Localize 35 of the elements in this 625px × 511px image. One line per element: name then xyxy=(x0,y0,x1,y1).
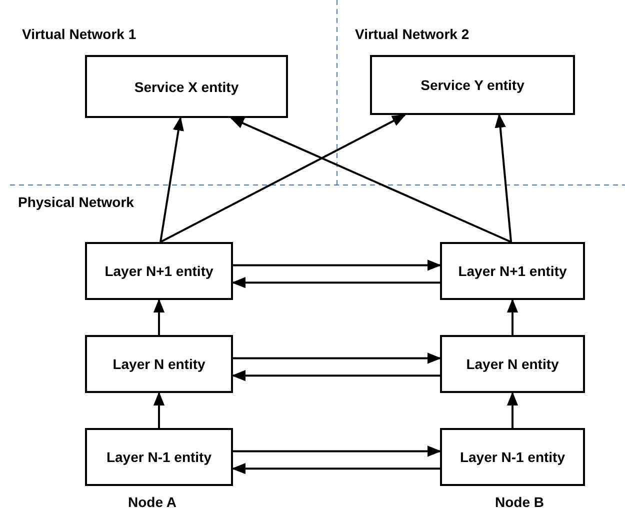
entity-label: Layer N entity xyxy=(112,356,206,372)
node-label: Node B xyxy=(495,494,544,510)
entity-label: Layer N-1 entity xyxy=(460,449,566,465)
entity-box xyxy=(440,242,585,300)
entity-box xyxy=(370,55,575,115)
arrow xyxy=(233,352,442,364)
arrow xyxy=(230,117,512,243)
arrow xyxy=(232,370,440,382)
entity-label: Service Y entity xyxy=(420,77,524,93)
network-heading: Virtual Network 1 xyxy=(22,26,136,42)
arrow xyxy=(233,446,442,457)
arrow xyxy=(153,392,165,428)
arrow xyxy=(232,463,440,474)
entity-label: Layer N+1 entity xyxy=(104,263,214,279)
arrow xyxy=(153,298,165,335)
arrow xyxy=(160,116,184,242)
entity-label: Layer N entity xyxy=(466,356,559,372)
arrow xyxy=(233,260,442,271)
entity-box xyxy=(440,335,585,393)
arrow xyxy=(160,114,406,243)
arrow xyxy=(232,277,440,288)
entity-box xyxy=(85,55,288,118)
network-heading: Physical Network xyxy=(18,194,134,210)
entity-box xyxy=(85,428,233,486)
node-label: Node A xyxy=(128,494,176,510)
entity-box xyxy=(85,335,233,393)
entity-box xyxy=(440,428,585,486)
entity-box xyxy=(85,242,233,300)
arrow xyxy=(494,114,512,242)
entity-label: Layer N+1 entity xyxy=(458,263,567,279)
arrow xyxy=(506,392,518,428)
entity-label: Layer N-1 entity xyxy=(106,449,212,465)
arrow xyxy=(506,298,518,335)
network-heading: Virtual Network 2 xyxy=(355,26,470,42)
entity-label: Service X entity xyxy=(134,78,239,94)
